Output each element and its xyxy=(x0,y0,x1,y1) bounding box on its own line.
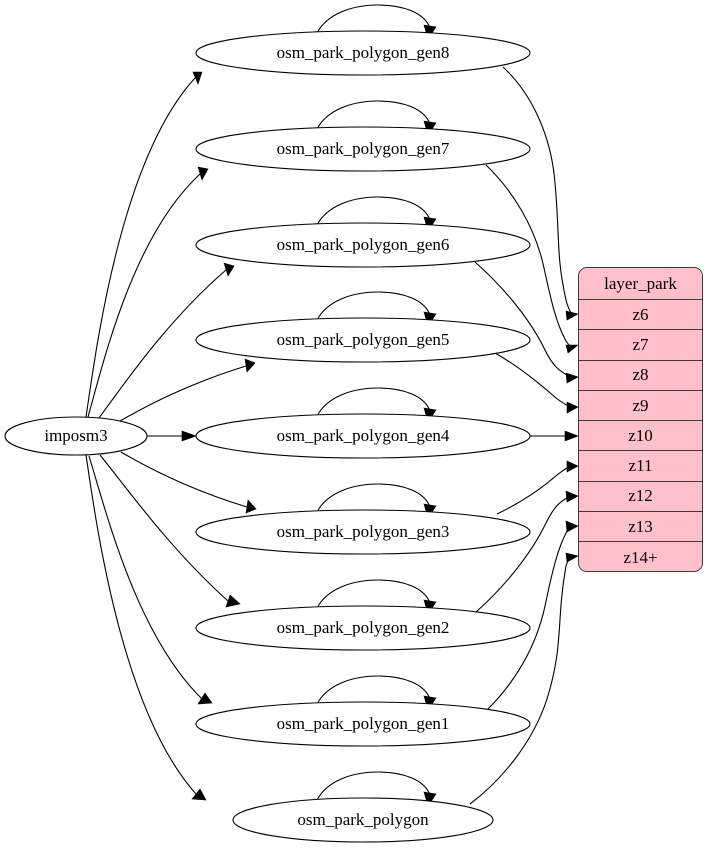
edge-imposm3-to-gen8 xyxy=(85,71,203,418)
edge-imposm3-to-gen3 xyxy=(120,451,257,514)
edge-gen2-to-z12 xyxy=(475,490,579,613)
node-gen8[interactable]: osm_park_polygon_gen8 xyxy=(195,30,531,76)
node-gen6-label: osm_park_polygon_gen6 xyxy=(277,235,450,254)
node-gen5-label: osm_park_polygon_gen5 xyxy=(277,330,450,349)
edge-gen8-to-z6 xyxy=(502,66,579,321)
node-gen2-label: osm_park_polygon_gen2 xyxy=(277,618,450,637)
table-row-z8[interactable]: z8 xyxy=(579,360,702,391)
node-gen4[interactable]: osm_park_polygon_gen4 xyxy=(195,413,531,459)
node-gen2[interactable]: osm_park_polygon_gen2 xyxy=(195,605,531,651)
edge-base-to-z14plus xyxy=(469,552,579,805)
edge-imposm3-to-gen4 xyxy=(147,430,197,442)
edge-gen6-to-z8 xyxy=(474,261,579,384)
node-gen3-label: osm_park_polygon_gen3 xyxy=(277,522,450,541)
table-row-z14plus[interactable]: z14+ xyxy=(579,542,702,571)
node-gen5[interactable]: osm_park_polygon_gen5 xyxy=(195,317,531,363)
layer-park-table[interactable]: layer_park z6 z7 z8 z9 z10 z11 z12 z13 z… xyxy=(578,267,703,572)
layer-park-header: layer_park xyxy=(579,268,702,300)
self-loops xyxy=(316,4,437,807)
node-gen6[interactable]: osm_park_polygon_gen6 xyxy=(195,222,531,268)
node-gen7-label: osm_park_polygon_gen7 xyxy=(277,139,450,158)
node-gen1-label: osm_park_polygon_gen1 xyxy=(277,714,450,733)
node-imposm3[interactable]: imposm3 xyxy=(4,416,148,456)
node-gen8-label: osm_park_polygon_gen8 xyxy=(277,43,450,62)
edge-gen1-to-z13 xyxy=(487,520,579,710)
edge-imposm3-to-base xyxy=(85,454,207,801)
table-row-z9[interactable]: z9 xyxy=(579,390,702,422)
table-row-z7[interactable]: z7 xyxy=(579,330,702,361)
table-row-z11[interactable]: z11 xyxy=(579,451,702,482)
node-gen1[interactable]: osm_park_polygon_gen1 xyxy=(195,701,531,747)
node-base-label: osm_park_polygon xyxy=(297,810,429,829)
edge-imposm3-to-gen2 xyxy=(99,454,241,608)
node-imposm3-label: imposm3 xyxy=(44,426,107,445)
edge-imposm3-to-gen7 xyxy=(87,166,209,418)
edge-imposm3-to-gen5 xyxy=(119,358,256,422)
node-gen4-label: osm_park_polygon_gen4 xyxy=(277,426,450,445)
edge-imposm3-to-gen1 xyxy=(88,455,213,705)
edge-gen3-to-z11 xyxy=(496,460,579,515)
edge-gen5-to-z9 xyxy=(494,352,579,414)
node-gen7[interactable]: osm_park_polygon_gen7 xyxy=(195,126,531,172)
table-row-z12[interactable]: z12 xyxy=(579,481,702,513)
node-base[interactable]: osm_park_polygon xyxy=(232,797,494,843)
table-row-z10[interactable]: z10 xyxy=(579,421,702,452)
edge-gen7-to-z7 xyxy=(485,164,579,354)
edges-from-imposm3 xyxy=(85,71,257,801)
table-row-z6[interactable]: z6 xyxy=(579,300,702,331)
edges-to-layer-table xyxy=(469,66,579,805)
node-gen3[interactable]: osm_park_polygon_gen3 xyxy=(195,509,531,555)
table-row-z13[interactable]: z13 xyxy=(579,512,702,543)
edge-imposm3-to-gen6 xyxy=(98,262,235,419)
edge-gen4-to-z10 xyxy=(530,430,579,442)
